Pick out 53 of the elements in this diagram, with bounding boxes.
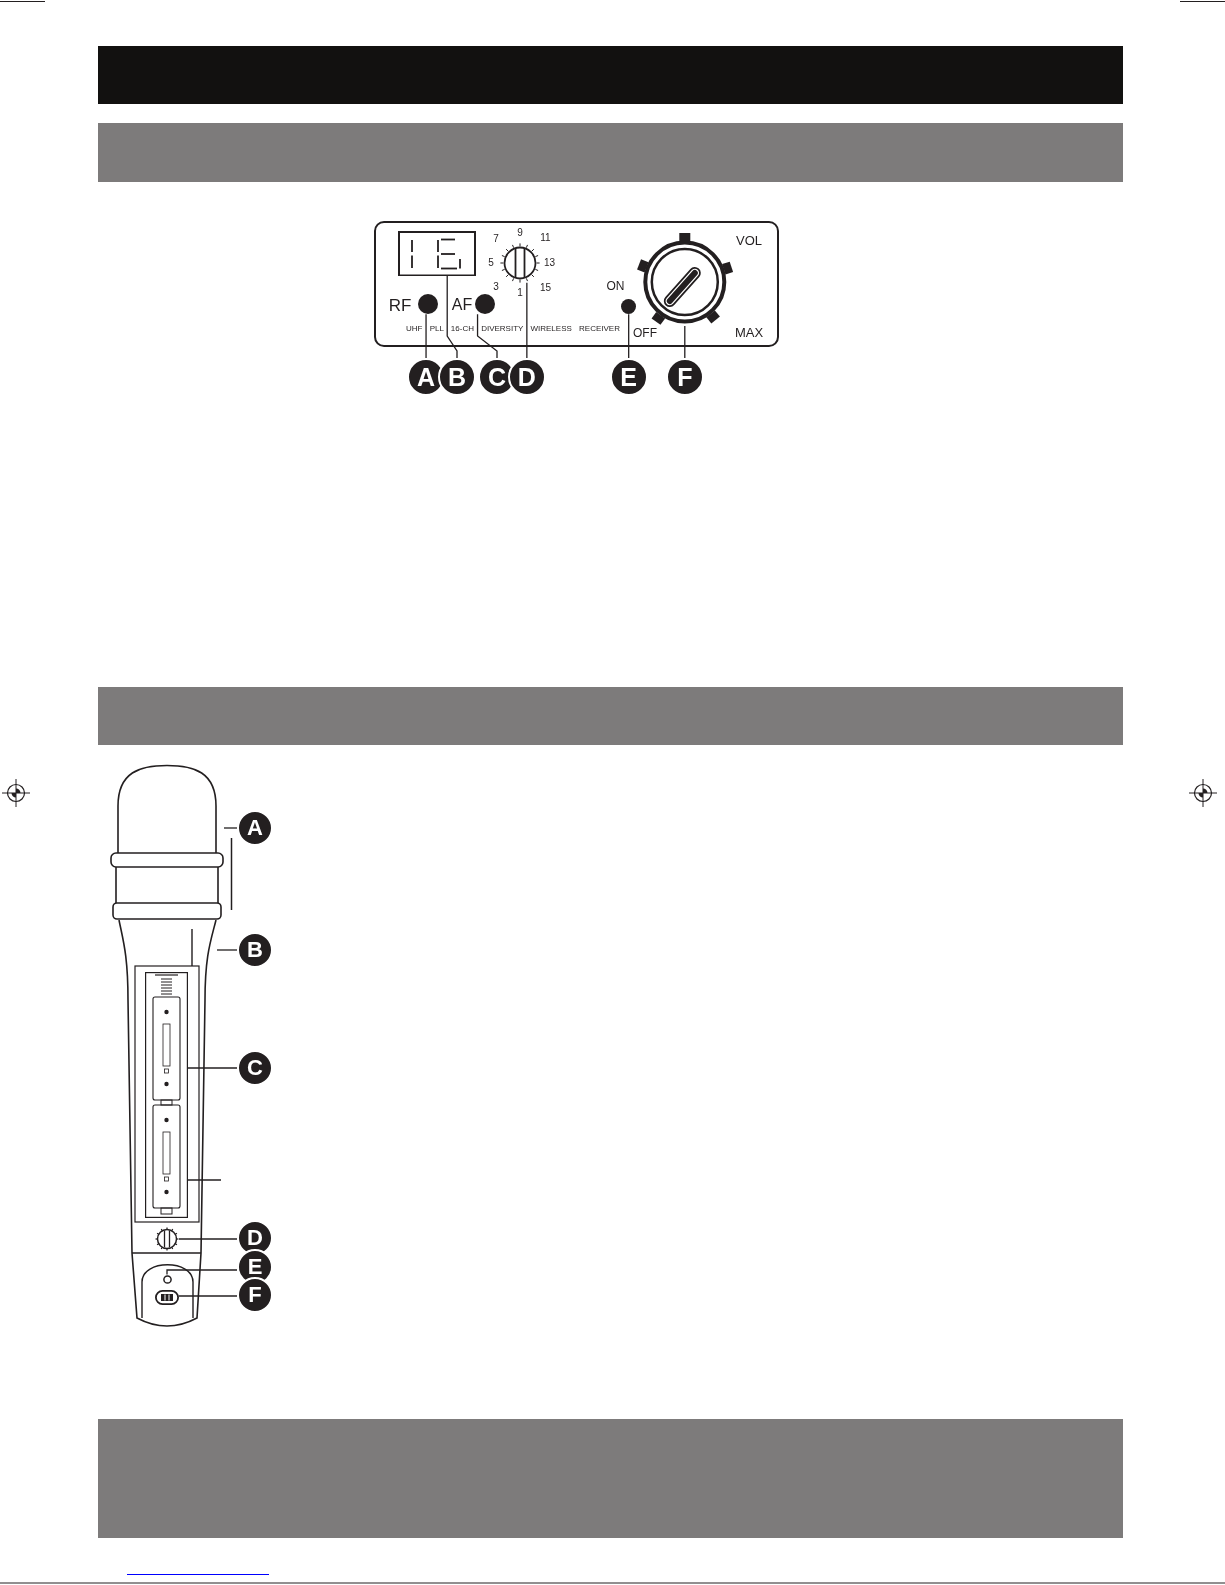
- leader-line: [684, 325, 686, 359]
- section-bar: [98, 687, 1123, 745]
- indicator-led: [418, 294, 438, 315]
- callout-marker: E: [609, 358, 648, 396]
- dial-number: 9: [517, 227, 523, 238]
- volume-knob: [636, 230, 734, 326]
- indicator-label: AF: [451, 296, 473, 313]
- callout-marker: B: [438, 358, 476, 396]
- segment-display: [398, 230, 476, 276]
- knob-label: VOL: [736, 233, 762, 246]
- indicator-led: [475, 294, 495, 315]
- callout-marker: B: [237, 932, 273, 968]
- callout-marker: A: [237, 810, 273, 846]
- model-text: UHF PLL 16-CH DIVERSITY WIRELESS RECEIVER: [406, 324, 620, 333]
- switch-label: ON: [606, 280, 625, 292]
- header-bar: [98, 46, 1123, 104]
- receiver-panel: [374, 221, 779, 347]
- leader-line: [476, 313, 498, 359]
- leader-line: [187, 1179, 222, 1181]
- dial-number: 5: [488, 257, 494, 268]
- indicator-led: [621, 299, 637, 315]
- leader-line: [628, 313, 630, 359]
- footer-bar: [98, 1419, 1123, 1538]
- power-switch: [155, 1289, 179, 1305]
- callout-marker: F: [237, 1277, 273, 1313]
- knob-label: MAX: [734, 325, 764, 338]
- callout-marker: C: [237, 1050, 273, 1086]
- dial-number: 7: [493, 233, 499, 244]
- callout-marker: D: [507, 358, 546, 396]
- leader-line: [178, 1238, 238, 1240]
- channel-dial: [500, 242, 540, 283]
- leader-line: [178, 1295, 238, 1297]
- callout-marker: F: [665, 358, 704, 396]
- channel-dial: [155, 1227, 179, 1251]
- microphone-grille: [110, 764, 224, 920]
- dial-number: 3: [493, 281, 499, 292]
- leader-line: [216, 949, 238, 951]
- leader-line: [166, 1269, 238, 1276]
- section-bar: [98, 123, 1123, 182]
- leader-line: [223, 827, 238, 829]
- dial-number: 15: [539, 283, 552, 293]
- dial-number: 13: [543, 257, 556, 268]
- dial-number: 1: [517, 287, 523, 298]
- leader-line: [526, 282, 528, 359]
- indicator-led: [162, 1274, 172, 1284]
- leader-line: [187, 1067, 238, 1069]
- leader-line: [446, 275, 458, 359]
- switch-label: OFF: [633, 327, 657, 339]
- battery-compartment: [145, 972, 188, 1218]
- dial-number: 11: [540, 232, 551, 243]
- leader-line: [425, 313, 427, 359]
- microphone-handle: [118, 920, 217, 1330]
- indicator-label: RF: [388, 296, 412, 313]
